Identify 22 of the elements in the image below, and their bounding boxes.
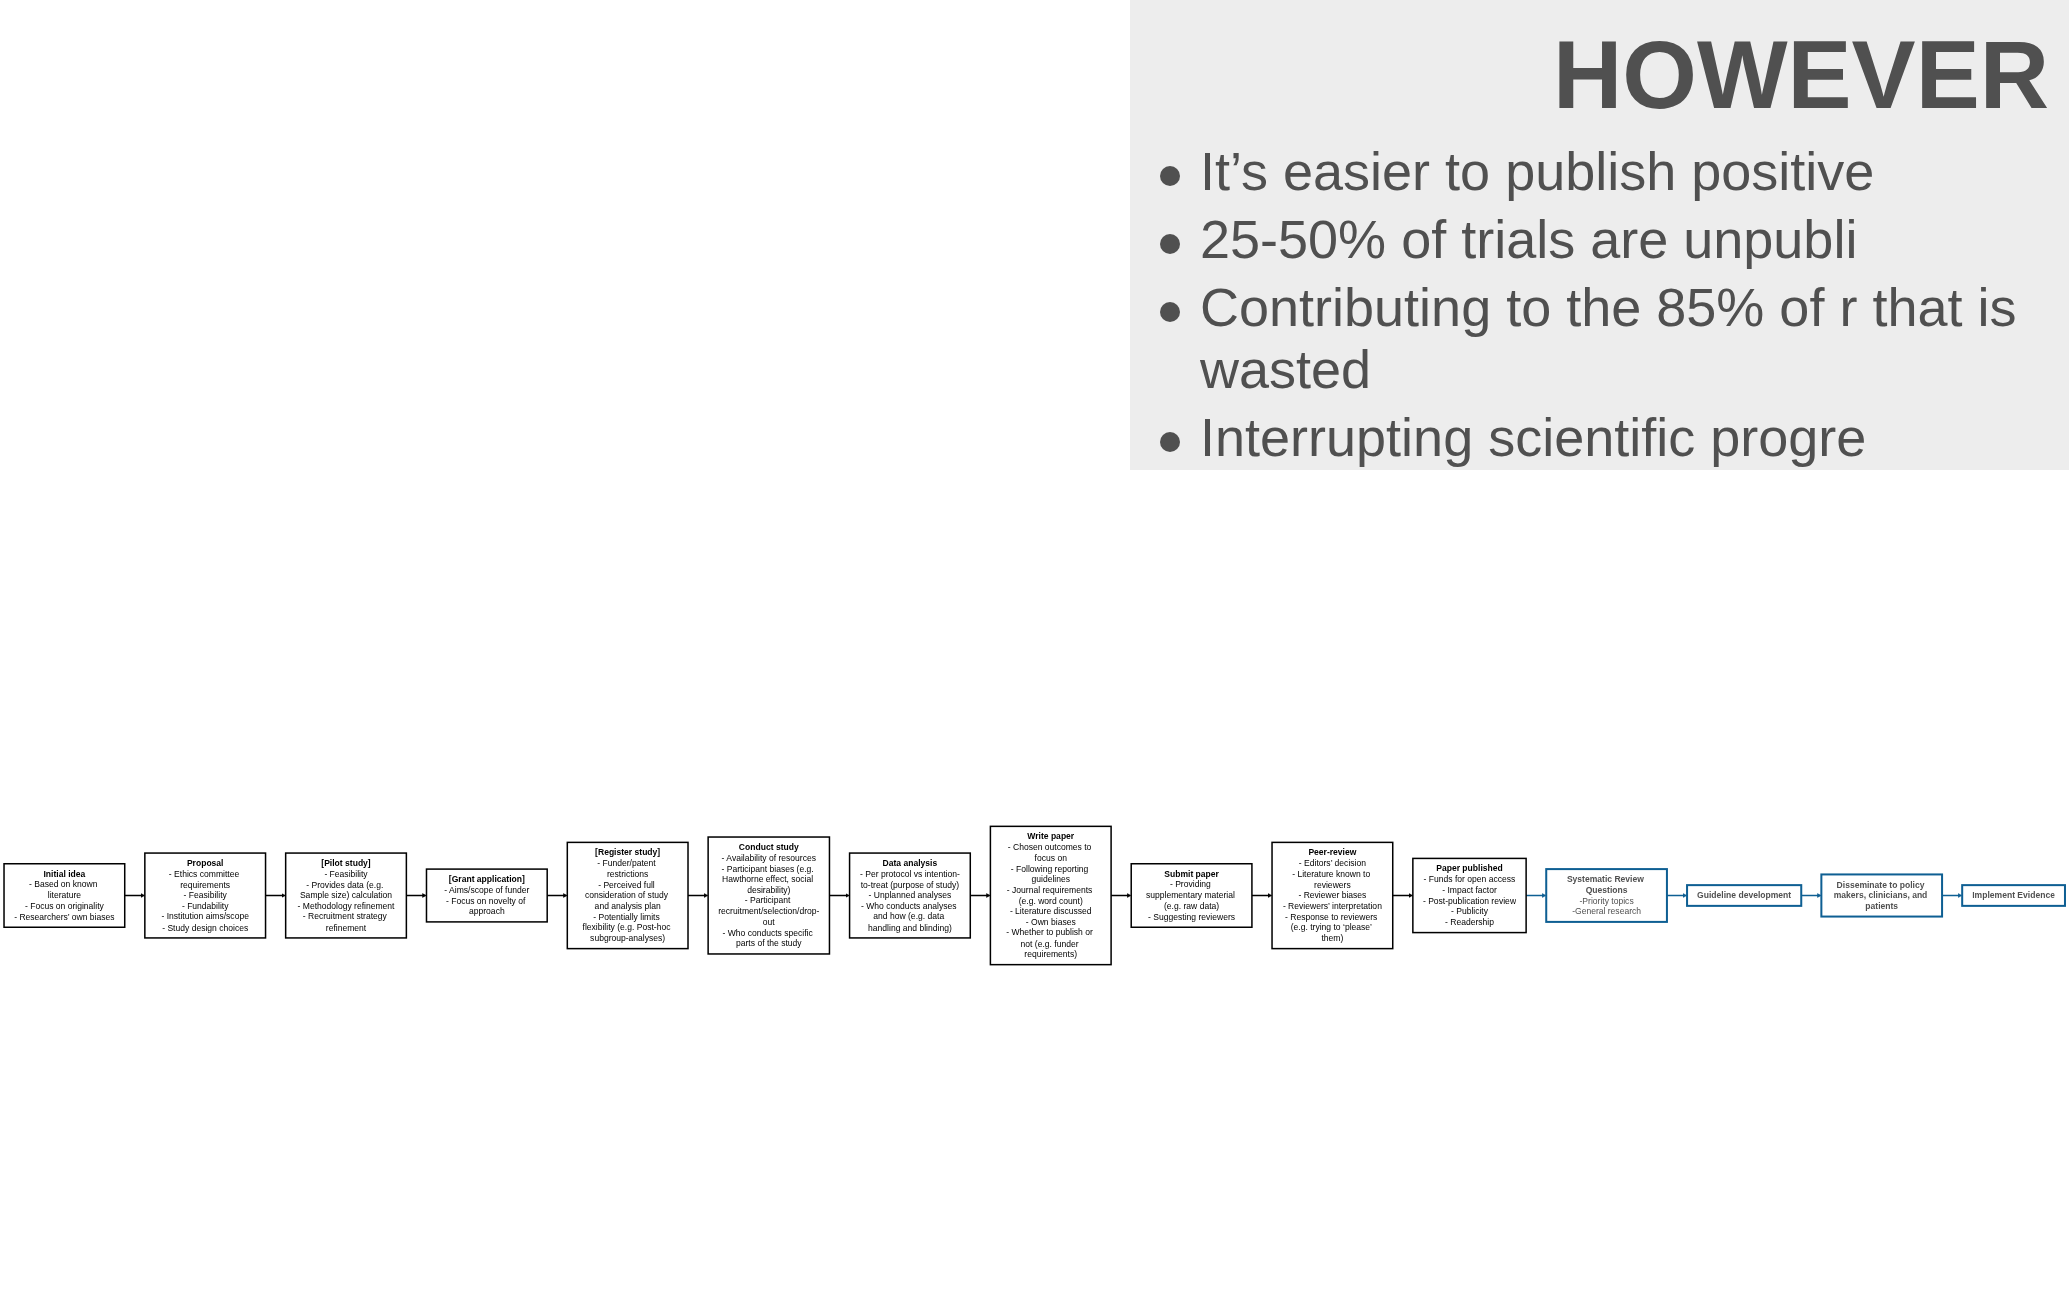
bullet-text: Contributing to the 85% of r that is wasted [1200, 276, 2018, 400]
arrow [1251, 893, 1273, 898]
node-box: Proposal - Ethics committee requirements - Feasibility - Fundability - Institution aims/scope - Study design choices [144, 852, 267, 939]
bullet-text: Interrupting scientific progre [1200, 406, 1868, 468]
arrow [1666, 893, 1688, 898]
node-box: Disseminate to policy makers, clinicians, and patients [1820, 873, 1944, 918]
node-box: Write paper - Chosen outcomes to focus on - Following reporting guidelines - Journal requirements (e.g. word count) - Literature discussed - Own biases - Whether to publish or not (e.g. funder requirements) [989, 825, 1112, 966]
node-box: Implement Evidence [1961, 884, 2066, 907]
node-box: [Grant application] - Aims/scope of funder - Focus on novelty of approach [425, 868, 548, 923]
node-box: [Register study] - Funder/patent restrictions - Perceived full consideration of study and analysis plan - Potentially limits flexibility (e.g. Post-hoc subgroup-analyses) [566, 841, 689, 950]
node-box: Guideline development [1686, 884, 1803, 907]
slide-title: HOWEVER [1551, 20, 2049, 130]
node-box: Data analysis - Per protocol vs intention-to-treat (purpose of study) - Unplanned analyses - Who conducts analyses and how (e.g. data handling and blinding) [848, 852, 972, 939]
node-box: Conduct study - Availability of resources - Participant biases (e.g. Hawthorne effect, social desirability) - Participant recruitment/selection/drop-out - Who conducts specific parts of the study [707, 836, 831, 955]
node-box: Peer-review - Editors’ decision - Literature known to reviewers - Reviewer biases - Reviewers’ interpretation - Response to reviewers (e.g. trying to ‘please’ them) [1271, 841, 1394, 950]
node-box: Paper published - Funds for open access - Impact factor - Post-publication review - Publicity - Readership [1412, 857, 1527, 934]
bullet-text: 25-50% of trials are unpubli [1200, 208, 1859, 270]
node-box: Initial idea - Based on known literature - Focus on originality - Researchers’ own biases [3, 863, 126, 928]
node-box: Systematic Review Questions -Priority topics -General research [1545, 868, 1668, 923]
node-box: [Pilot study] - Feasibility - Provides data (e.g. Sample size) calculation - Methodology refinement - Recruitment strategy refinement [284, 852, 408, 939]
bullet-text: It’s easier to publish positive [1200, 140, 1876, 202]
node-box: Submit paper - Providing supplementary material (e.g. raw data) - Suggesting reviewers [1130, 863, 1253, 928]
